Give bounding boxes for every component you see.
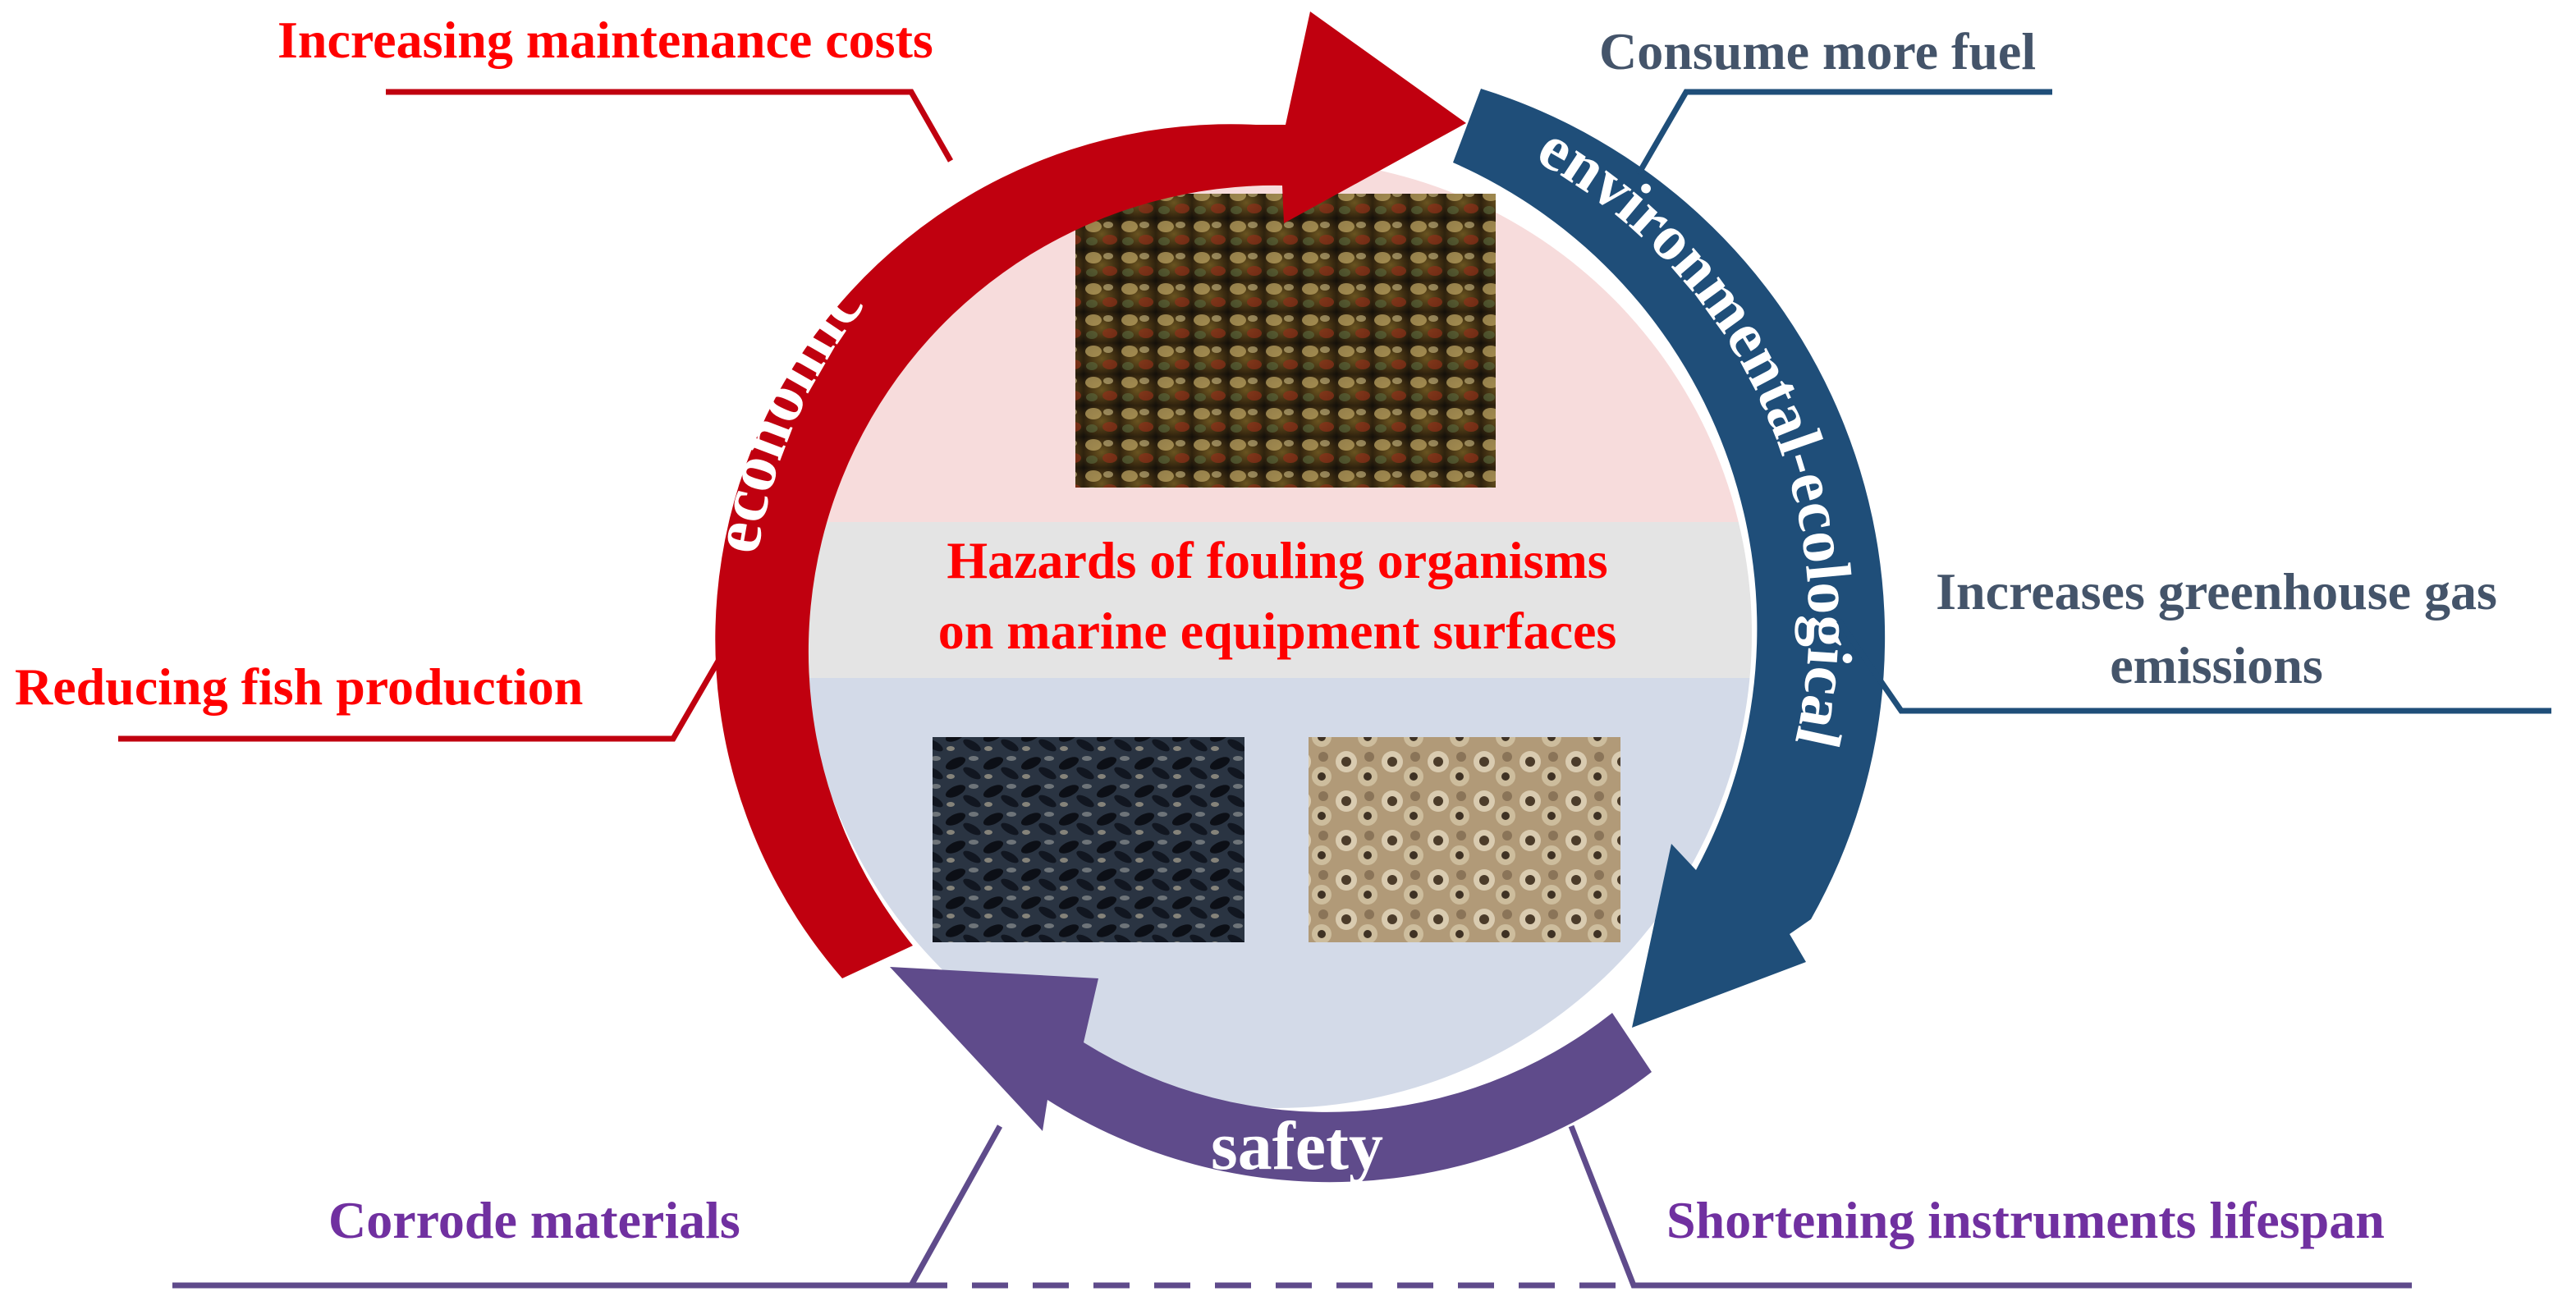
label-corrode-materials: Corrode materials [328,1191,740,1249]
center-title-line-1: Hazards of fouling organisms [947,531,1607,589]
economic-arrow [715,11,1466,978]
leader-line-fish [118,655,724,742]
fouling-organisms-photo [1075,194,1496,488]
barnacles-photo [1309,737,1620,942]
band-middle [803,522,1752,678]
leader-line-lifespan [1568,1124,2412,1289]
safety-label: safety [1211,1108,1383,1184]
leader-line-maintenance [386,89,954,163]
safety-arrow [890,967,1652,1183]
center-title-line-2: on marine equipment surfaces [938,602,1617,660]
label-increasing-maintenance-costs: Increasing maintenance costs [277,11,933,69]
leader-line-greenhouse [1836,619,2551,714]
label-greenhouse-line-1: Increases greenhouse gas [1936,562,2497,621]
label-consume-more-fuel: Consume more fuel [1599,22,2036,80]
environmental-arrow [1453,89,1886,1028]
label-greenhouse-line-2: emissions [2110,636,2323,694]
leader-line-fuel [1635,89,2052,176]
label-reducing-fish-production: Reducing fish production [15,657,583,716]
label-shortening-instruments-lifespan: Shortening instruments lifespan [1666,1191,2385,1249]
mussels-photo [933,737,1244,942]
